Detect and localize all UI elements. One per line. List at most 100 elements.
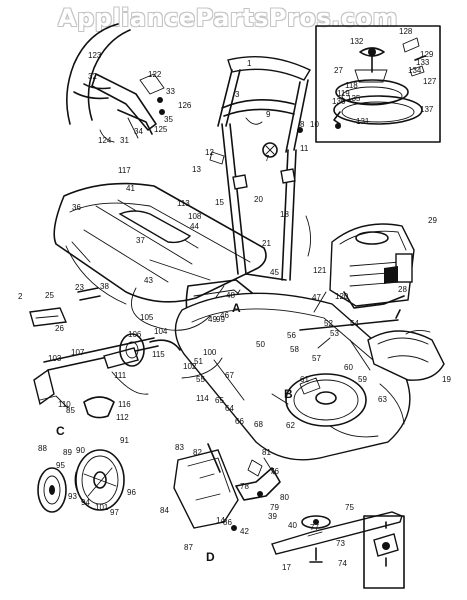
part-callout-11: 11	[300, 144, 309, 153]
part-callout-7: 7	[265, 154, 270, 163]
discharge-chute	[367, 329, 445, 381]
part-callout-76: 76	[270, 467, 279, 476]
part-callout-36: 36	[72, 203, 81, 212]
part-callout-108: 108	[188, 212, 202, 221]
part-callout-14: 14	[216, 516, 225, 525]
part-callout-18: 18	[280, 210, 289, 219]
part-callout-37: 37	[136, 236, 145, 245]
part-callout-128: 128	[399, 27, 413, 36]
part-callout-42: 42	[240, 527, 249, 536]
part-callout-20: 20	[254, 195, 263, 204]
part-callout-35: 35	[164, 115, 173, 124]
part-callout-27: 27	[334, 66, 343, 75]
part-callout-48: 48	[226, 291, 235, 300]
part-callout-19: 19	[442, 375, 451, 384]
part-callout-116: 116	[118, 400, 131, 409]
part-callout-103: 103	[48, 354, 62, 363]
part-callout-38: 38	[100, 282, 109, 291]
view-marker-b: B	[284, 387, 293, 401]
lower-handle	[209, 123, 297, 281]
part-callout-29: 29	[428, 216, 437, 225]
part-callout-124: 124	[98, 136, 112, 145]
part-callout-114: 114	[196, 394, 209, 403]
part-callout-101: 101	[95, 503, 109, 512]
part-callout-31: 31	[120, 136, 129, 145]
part-callout-12: 12	[205, 148, 214, 157]
part-callout-111: 111	[114, 371, 127, 380]
part-callout-39: 39	[268, 512, 277, 521]
rear-wheel	[37, 449, 125, 513]
part-callout-88: 88	[38, 444, 47, 453]
part-callout-104: 104	[154, 327, 168, 336]
part-callout-129: 129	[420, 50, 434, 59]
part-callout-67: 67	[225, 371, 234, 380]
part-callout-59: 59	[358, 375, 367, 384]
part-callout-110: 110	[58, 400, 71, 409]
part-callout-51: 51	[194, 357, 203, 366]
part-callout-47: 47	[312, 293, 321, 302]
part-callout-94: 94	[81, 498, 90, 507]
part-callout-10: 10	[310, 120, 319, 129]
part-callout-44: 44	[190, 222, 199, 231]
inset-box	[315, 25, 441, 143]
part-callout-96: 96	[127, 488, 136, 497]
part-callout-112: 112	[116, 413, 129, 422]
part-callout-127: 127	[423, 77, 437, 86]
part-callout-102: 102	[183, 362, 197, 371]
part-callout-126: 126	[178, 101, 192, 110]
part-callout-89: 89	[63, 448, 72, 457]
part-callout-41: 41	[126, 184, 135, 193]
upper-handle	[217, 56, 311, 158]
part-callout-117: 117	[118, 166, 131, 175]
part-callout-8: 8	[300, 120, 305, 129]
part-callout-68: 68	[254, 420, 263, 429]
mower-deck	[174, 292, 411, 461]
part-callout-28: 28	[398, 285, 407, 294]
part-callout-9: 9	[266, 110, 271, 119]
part-callout-93: 93	[68, 492, 77, 501]
engine	[329, 223, 415, 309]
part-callout-84: 84	[160, 506, 169, 515]
part-callout-53: 53	[330, 329, 339, 338]
part-callout-119: 119	[337, 89, 350, 98]
part-callout-57: 57	[312, 354, 321, 363]
part-callout-32: 32	[88, 72, 97, 81]
part-callout-3: 3	[235, 90, 240, 99]
blade-adapter-inset-bottom	[363, 515, 405, 589]
rear-axle-assembly	[33, 333, 181, 419]
part-callout-83: 83	[175, 443, 184, 452]
view-marker-c: C	[56, 424, 65, 438]
part-callout-61: 61	[300, 375, 309, 384]
grass-catcher-bag	[53, 182, 267, 305]
part-callout-137: 137	[420, 105, 434, 114]
part-callout-54: 54	[350, 319, 359, 328]
part-callout-62: 62	[286, 421, 295, 430]
part-callout-60: 60	[344, 363, 353, 372]
callout-labels: 1237891011121314151718192021232526272829…	[18, 27, 451, 572]
part-callout-133: 133	[416, 58, 430, 67]
rear-flap-parts	[29, 287, 101, 327]
part-callout-65: 65	[215, 396, 224, 405]
part-callout-105: 105	[140, 313, 154, 322]
part-callout-121: 121	[313, 266, 327, 275]
part-callout-66: 66	[235, 417, 244, 426]
part-callout-63: 63	[378, 395, 387, 404]
part-callout-58: 58	[290, 345, 299, 354]
part-callout-82: 82	[193, 448, 202, 457]
part-callout-86: 86	[223, 518, 232, 527]
part-callout-17: 17	[282, 563, 291, 572]
part-callout-87: 87	[184, 543, 193, 552]
part-callout-135: 135	[347, 94, 361, 103]
part-callout-55: 55	[196, 375, 205, 384]
part-callout-2: 2	[18, 292, 23, 301]
part-callout-40: 40	[288, 521, 297, 530]
view-marker-a: A	[232, 301, 241, 315]
part-callout-34: 34	[134, 127, 143, 136]
cutting-blade	[271, 511, 403, 563]
part-callout-118: 118	[345, 81, 358, 90]
part-callout-46: 46	[220, 311, 229, 320]
part-callout-64: 64	[225, 404, 234, 413]
part-callout-113: 113	[177, 199, 190, 208]
part-callout-15: 15	[215, 198, 224, 207]
part-callout-122: 122	[148, 70, 162, 79]
